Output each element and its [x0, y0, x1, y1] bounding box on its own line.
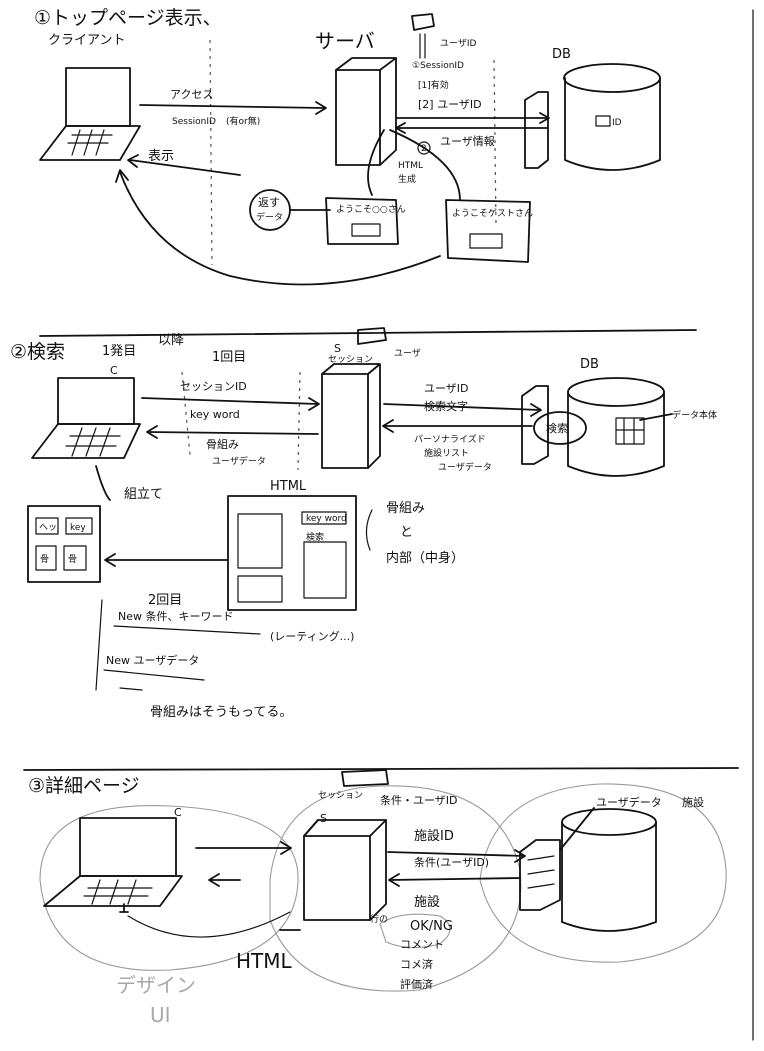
section-2-title: ②検索 — [10, 341, 65, 363]
server-label: サーバ — [315, 29, 375, 53]
search-text-2: 検索文字 — [424, 399, 468, 413]
welcome-guest-page: ようこそゲストさん — [445, 199, 533, 263]
ok-ng-label: OK/NG — [410, 919, 453, 934]
section-1-title: ①トップページ表示、 — [34, 7, 222, 29]
cond-user-id-label: 条件(ユーザID) — [414, 855, 489, 869]
skeleton-kept-label: 骨組みはそうもってる。 — [150, 705, 292, 720]
html-label-2: HTML — [270, 479, 307, 494]
step1-session-label: ①SessionID — [412, 61, 464, 71]
html-gen-label2: 生成 — [398, 173, 416, 185]
cond-user-label: 条件・ユーザID — [380, 793, 458, 807]
design-label: デザイン — [116, 973, 196, 997]
tile4: 骨 — [68, 554, 77, 565]
welcome-user-page: ようこそ○○さん — [325, 197, 406, 245]
step2-circle: 2 — [421, 144, 427, 154]
display-label: 表示 — [148, 149, 174, 164]
user-id-2: ユーザID — [424, 382, 469, 395]
db-label: DB — [552, 47, 571, 62]
step1-valid-label: [1]有効 — [418, 79, 449, 91]
section-2-search: ②検索 1発目 以降 1回目 C セッションID key word 骨組み ユー… — [10, 327, 717, 720]
section-2-note1: 1発目 — [102, 344, 136, 359]
client-laptop — [39, 67, 141, 161]
facility-label: 施設 — [414, 894, 440, 910]
server-box-2: S セッション ユーザ — [321, 327, 421, 469]
facility-id-label: 施設ID — [414, 828, 454, 844]
comment-done-label: コメ済 — [400, 957, 433, 971]
html-layout-sketch: HTML key word 検索 — [227, 479, 357, 611]
search-node: 検索 — [546, 421, 568, 435]
user-info-label: ユーザ情報 — [440, 135, 495, 148]
db-cylinder: ID — [524, 63, 661, 171]
client-c-label: C — [110, 364, 118, 377]
server-box — [335, 57, 397, 166]
client-laptop-2: C — [31, 364, 141, 459]
section-3-detail: ③詳細ページ C HTML デザイン UI セッション S 条件・ユーザID — [28, 769, 727, 1027]
tile3: 骨 — [40, 554, 49, 565]
facility-list-label: 施設リスト — [424, 447, 469, 459]
session-note: (有or無) — [226, 115, 260, 127]
user-data2-label: ユーザデータ — [438, 461, 492, 473]
html-gen-label: HTML — [398, 161, 423, 171]
return-data-1: 返す — [258, 196, 280, 209]
server-s-label-3: S — [320, 812, 327, 825]
return-data-2: データ — [256, 211, 283, 223]
skeleton-label: 骨組み — [206, 438, 239, 451]
contents-note: 内部（中身） — [386, 550, 464, 566]
data-body-label: データ本体 — [672, 409, 717, 421]
user-id-label-top: ユーザID — [440, 38, 476, 49]
html-keyword: key word — [306, 514, 347, 524]
assembled-client: ヘッ key 骨 骨 — [27, 505, 101, 583]
section-2-note2: 以降 — [158, 333, 184, 348]
db-cylinder-2: DB 検索 データ本体 — [521, 357, 717, 477]
db-label-2: DB — [580, 357, 599, 372]
assemble-label: 組立て — [124, 487, 163, 502]
server-note1: セッション — [328, 354, 373, 365]
second-time-label: 2回目 — [148, 593, 182, 608]
section-1-subtitle: クライアント — [48, 33, 125, 48]
line-note: 行の — [370, 913, 388, 925]
comment-label: コメント — [400, 938, 444, 951]
db-id-label: ID — [612, 118, 622, 128]
session-id-label: SessionID — [172, 117, 216, 127]
keyword-2: key word — [190, 408, 240, 421]
step2-userid-label: [2] ユーザID — [418, 98, 482, 111]
rating-done-label: 評価済 — [400, 977, 433, 991]
server-note-3: セッション — [318, 790, 363, 801]
db-note1: ユーザデータ — [596, 795, 662, 809]
section-1-top-page: ①トップページ表示、 クライアント サーバ DB アクセス SessionID … — [34, 7, 661, 286]
session-id-2: セッションID — [180, 380, 247, 393]
server-note2: ユーザ — [394, 348, 421, 359]
welcome-user-text: ようこそ○○さん — [336, 204, 406, 215]
ui-label: UI — [150, 1003, 171, 1027]
first-time-label: 1回目 — [212, 350, 246, 365]
tile2: key — [70, 523, 86, 533]
client-c-label-3: C — [174, 806, 182, 819]
user-data-label: ユーザデータ — [212, 455, 266, 467]
server-box-3: セッション S 条件・ユーザID — [303, 769, 458, 921]
db-cylinder-3: ユーザデータ 施設 — [519, 795, 704, 932]
welcome-guest-text: ようこそゲストさん — [452, 207, 533, 219]
html-result: 検索 — [306, 531, 324, 543]
tile1: ヘッ — [39, 523, 57, 533]
section-3-title: ③詳細ページ — [28, 775, 140, 797]
access-label: アクセス — [170, 88, 213, 101]
skeleton-note: 骨組み — [386, 501, 425, 516]
new-user-data-label: New ユーザデータ — [106, 653, 199, 667]
html-label-3: HTML — [236, 949, 293, 973]
server-s-label: S — [334, 342, 341, 355]
client-laptop-3: C — [43, 806, 183, 907]
new-cond-note: (レーティング...) — [270, 629, 354, 643]
and-note: と — [400, 525, 413, 540]
db-note2: 施設 — [682, 795, 704, 809]
new-cond-label: New 条件、キーワード — [118, 609, 234, 623]
personalized-label: パーソナライズド — [414, 433, 486, 445]
